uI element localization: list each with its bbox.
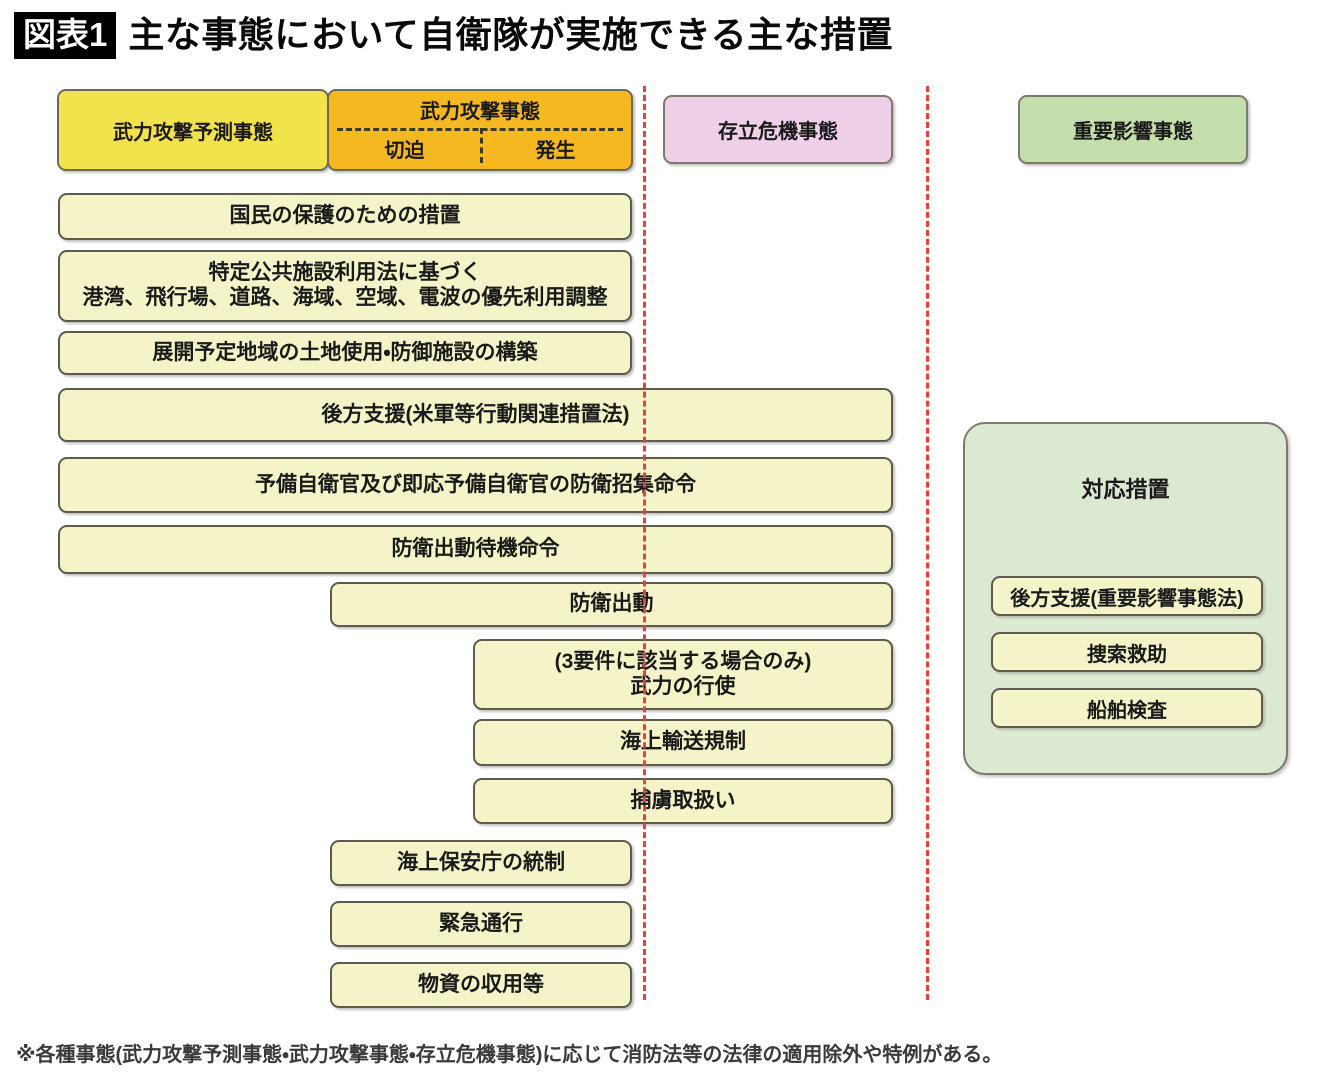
situation-header-armed-attack[interactable]: 武力攻撃事態 切迫 発生 [327,89,633,171]
response-measures-panel: 対応措置 後方支援(重要影響事態法) 捜索救助 船舶検査 [963,422,1288,775]
situation-header-label: 存立危機事態 [718,121,838,143]
measure-row-jcg-control[interactable]: 海上保安庁の統制 [330,840,632,886]
response-measures-title: 対応措置 [1081,477,1170,502]
situation-sub-header-row: 切迫 発生 [329,128,631,169]
page-title: 主な事態において自衛隊が実施できる主な措置 [128,14,894,55]
measure-row-requisition-of-goods[interactable]: 物資の収用等 [330,962,632,1008]
response-item-search-and-rescue[interactable]: 捜索救助 [991,632,1263,672]
measure-label: 緊急通行 [439,911,523,935]
measure-row-use-of-force[interactable]: (3要件に該当する場合のみ) 武力の行使 [473,639,893,710]
situation-sub-occurred[interactable]: 発生 [480,128,631,169]
measure-label: 防衛出動待機命令 [391,537,560,561]
measure-label: 捕虜取扱い [630,788,736,812]
page-header: 図表1 主な事態において自衛隊が実施できる主な措置 [14,8,893,62]
measure-label: 後方支援(米軍等行動関連措置法) [321,402,630,426]
measure-row-land-use-defense-works[interactable]: 展開予定地域の土地使用・防御施設の構築 [58,331,632,375]
response-item-label: 捜索救助 [1087,643,1167,666]
situation-header-label-wrap: 武力攻撃事態 [329,91,631,128]
situation-sub-label: 切迫 [384,139,425,162]
situation-header-important-influence[interactable]: 重要影響事態 [1018,95,1248,164]
measure-label: 海上保安庁の統制 [397,850,565,874]
measure-row-defense-operation[interactable]: 防衛出動 [330,582,893,627]
situation-sub-label: 発生 [535,139,576,162]
measure-row-maritime-transport-reg[interactable]: 海上輸送規制 [473,719,893,766]
response-item-rear-support-important-influence[interactable]: 後方支援(重要影響事態法) [991,576,1263,616]
measure-label: 防衛出動 [569,592,654,616]
measure-row-public-facility-use[interactable]: 特定公共施設利用法に基づく 港湾、飛行場、道路、海域、空域、電波の優先利用調整 [58,250,632,322]
measure-label: 予備自衛官及び即応予備自衛官の防衛招集命令 [255,472,696,496]
situation-header-label: 武力攻撃予測事態 [113,121,273,144]
situation-header-label: 武力攻撃事態 [420,100,540,123]
situation-sub-imminent[interactable]: 切迫 [329,128,480,169]
figure-number-badge: 図表1 [14,11,117,59]
measure-row-emergency-passage[interactable]: 緊急通行 [330,901,632,947]
situation-header-anticipated-armed-attack[interactable]: 武力攻撃予測事態 [57,89,329,171]
measure-label: (3要件に該当する場合のみ) 武力の行使 [554,649,812,698]
response-item-label: 船舶検査 [1087,699,1167,722]
divider-line-right [926,86,929,1000]
measure-row-civil-protection[interactable]: 国民の保護のための措置 [58,193,632,240]
divider-line-left [643,86,646,1000]
measure-row-pow-treatment[interactable]: 捕虜取扱い [473,778,893,824]
situation-header-label: 重要影響事態 [1073,121,1193,143]
footnote-text: ※各種事態(武力攻撃予測事態・武力攻撃事態・存立危機事態)に応じて消防法等の法律… [16,1044,1003,1066]
situation-header-divider-vertical [480,127,483,163]
response-item-label: 後方支援(重要影響事態法) [1010,587,1244,610]
measure-label: 展開予定地域の土地使用・防御施設の構築 [152,340,538,364]
measure-row-reserve-call-up[interactable]: 予備自衛官及び即応予備自衛官の防衛招集命令 [58,457,893,513]
measure-row-rear-support-us-forces[interactable]: 後方支援(米軍等行動関連措置法) [58,388,893,442]
measure-label: 海上輸送規制 [620,730,746,754]
measure-label: 特定公共施設利用法に基づく 港湾、飛行場、道路、海域、空域、電波の優先利用調整 [82,261,608,309]
measure-row-defense-standby-order[interactable]: 防衛出動待機命令 [58,525,893,574]
measure-label: 物資の収用等 [418,972,544,996]
measure-label: 国民の保護のための措置 [229,204,461,228]
situation-header-survival-threatening[interactable]: 存立危機事態 [663,95,893,164]
response-item-ship-inspection[interactable]: 船舶検査 [991,688,1263,728]
